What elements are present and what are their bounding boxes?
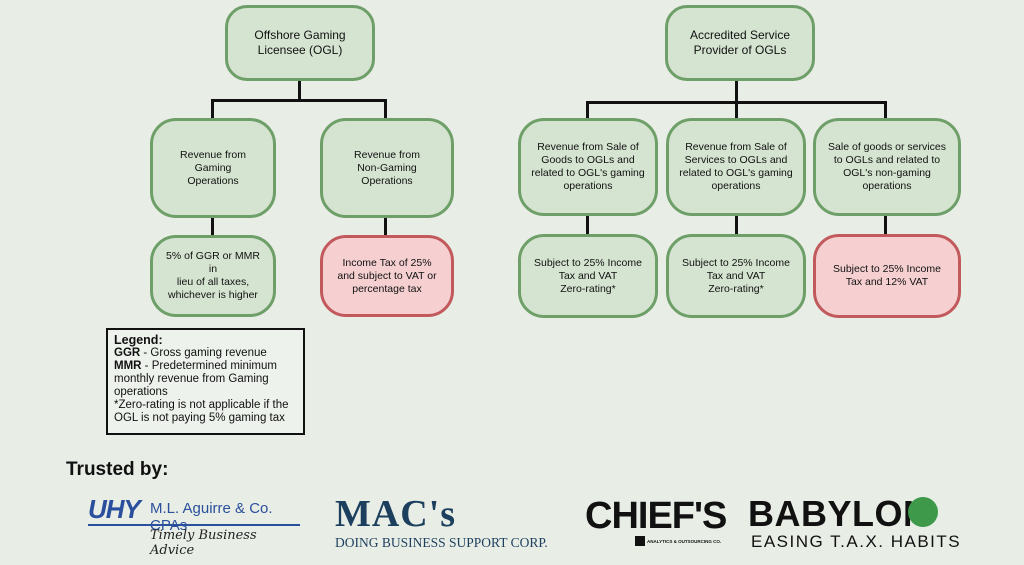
uhy-logo-tagline: Timely Business Advice [150,528,257,558]
goods-revenue-node: Revenue from Sale of Goods to OGLs and r… [518,118,658,216]
chiefs-logo-subtitle: ANALYTICS & OUTSOURCING CO. [647,539,722,544]
chiefs-logo-mark: CHIEF'S [585,495,727,537]
gaming-revenue-node: Revenue from Gaming Operations [150,118,276,218]
connector [211,99,386,102]
legend-mmr: MMR - Predetermined minimum monthly reve… [114,360,297,399]
connector [735,214,738,236]
gaming-tax-result-node: 5% of GGR or MMR in lieu of all taxes, w… [150,235,276,317]
legend-note: *Zero-rating is not applicable if the OG… [114,399,289,424]
connector [211,99,214,120]
chiefs-logo: CHIEF'S ANALYTICS & OUTSOURCING CO. [585,494,735,554]
uhy-logo-mark: UHY [88,494,141,524]
service-provider-root-node: Accredited Service Provider of OGLs [665,5,815,81]
connector [384,99,387,120]
connector [298,80,301,101]
uhy-logo: UHY M.L. Aguirre & Co. CPAs Timely Busin… [88,494,303,558]
legend-ggr-term: GGR [114,347,141,359]
non-gaming-tax-result-node: Income Tax of 25% and subject to VAT or … [320,235,454,317]
macs-logo-mark: MAC's [335,493,457,535]
non-gaming-revenue-node: Revenue from Non-Gaming Operations [320,118,454,218]
ogl-root-node: Offshore Gaming Licensee (OGL) [225,5,375,81]
babylon-logo-subtitle: EASING T.A.X. HABITS [751,532,962,551]
tree-icon [908,497,938,527]
non-gaming-sales-tax-result-node: Subject to 25% Income Tax and 12% VAT [813,234,961,318]
connector [735,79,738,103]
chiefs-logo-square [635,536,645,546]
babylon-logo-mark: BABYLON [748,493,930,534]
connector [884,101,887,120]
goods-tax-result-node: Subject to 25% Income Tax and VAT Zero-r… [518,234,658,318]
legend-ggr: GGR - Gross gaming revenue [114,347,297,360]
connector [586,214,589,236]
connector [211,217,214,237]
uhy-logo-rule [88,524,300,526]
connector [586,101,589,120]
trusted-by-label: Trusted by: [66,459,169,480]
macs-logo: MAC's DOING BUSINESS SUPPORT CORP. [335,494,585,554]
connector [884,214,887,236]
services-tax-result-node: Subject to 25% Income Tax and VAT Zero-r… [666,234,806,318]
legend-mmr-definition: - Predetermined minimum monthly revenue … [114,360,277,398]
legend-box: Legend: GGR - Gross gaming revenue MMR -… [106,328,305,435]
babylon-logo: BABYLON EASING T.A.X. HABITS [748,494,960,554]
legend-mmr-term: MMR [114,360,142,372]
macs-logo-subtitle: DOING BUSINESS SUPPORT CORP. [335,535,548,550]
services-revenue-node: Revenue from Sale of Services to OGLs an… [666,118,806,216]
legend-ggr-definition: - Gross gaming revenue [140,347,267,359]
uhy-logo-name: M.L. Aguirre & Co. CPAs [150,500,273,534]
connector [384,217,387,237]
connector [735,101,738,120]
legend-title: Legend: [114,333,163,347]
non-gaming-sales-node: Sale of goods or services to OGLs and re… [813,118,961,216]
